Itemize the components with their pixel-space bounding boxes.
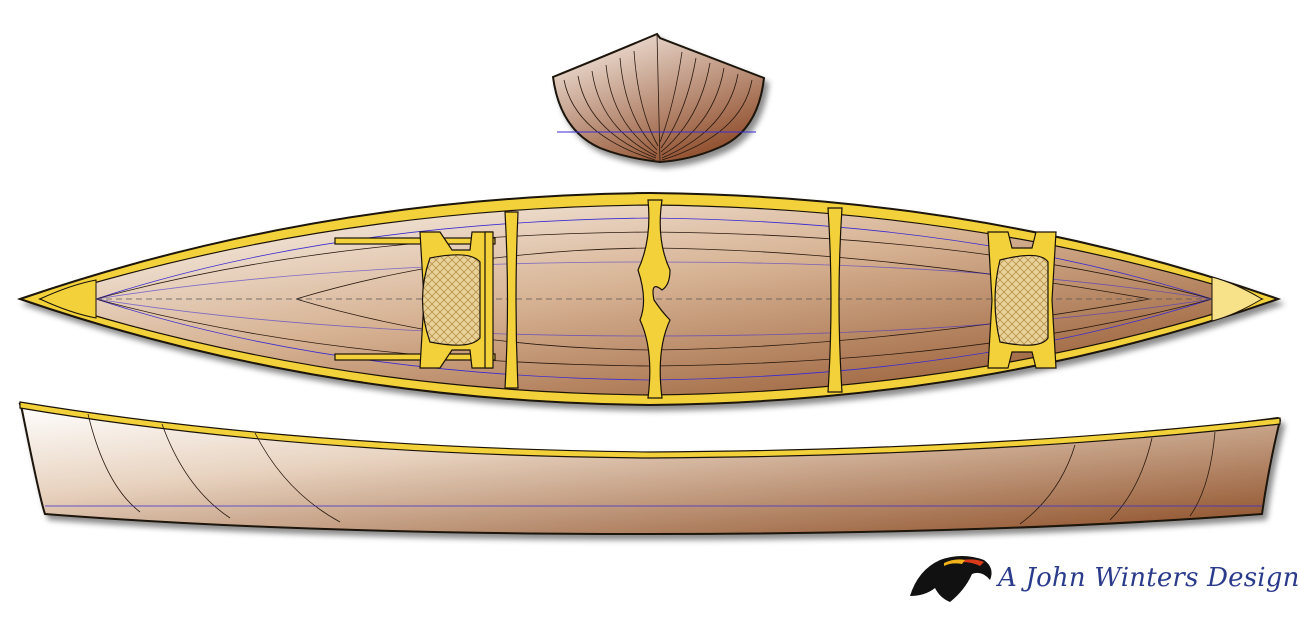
stern-thwart xyxy=(827,207,843,393)
stern-deck xyxy=(1211,276,1263,322)
center-yoke xyxy=(637,199,671,399)
plan-view xyxy=(16,191,1282,407)
design-credit: A John Winters Design xyxy=(998,563,1300,593)
body-plan-lines xyxy=(557,33,756,163)
stern-seat xyxy=(987,231,1057,369)
profile-gunwale xyxy=(19,401,1281,459)
bow-thwart xyxy=(504,211,519,389)
profile-view xyxy=(18,401,1282,536)
winters-logo xyxy=(910,556,992,602)
profile-hull xyxy=(18,402,1282,536)
bow-seat xyxy=(334,231,496,369)
